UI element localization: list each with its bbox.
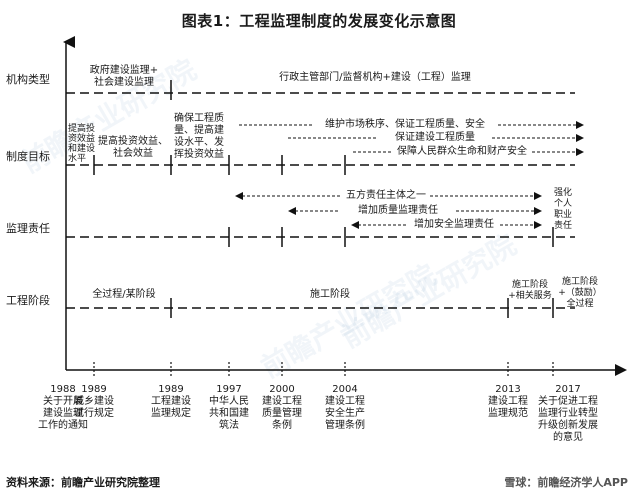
- goal-cell-1: 提高投 资效益 和建设 水平: [68, 124, 96, 164]
- row-label-stage: 工程阶段: [6, 294, 50, 307]
- publisher-watermark: 雪球：前瞻经济学人APP: [504, 476, 628, 489]
- goal-cell-4: 维护市场秩序、保证工程质量、安全: [325, 119, 485, 130]
- goal-cell-3: 确保工程质 量、提高建 设水平、发 挥投资效益: [174, 113, 224, 160]
- stage-cell-1: 全过程/某阶段: [92, 289, 156, 300]
- source-note: 资料来源：前瞻产业研究院整理: [6, 476, 160, 489]
- timeline-year: 2013: [495, 384, 521, 395]
- timeline-year: 1989: [158, 384, 184, 395]
- timeline-doc: 建设工程 监理规范: [488, 396, 528, 419]
- stage-cell-3: 施工阶段 +相关服务: [508, 280, 552, 301]
- row-label-resp: 监理责任: [6, 222, 50, 235]
- goal-cell-2: 提高投资效益、 社会效益: [98, 136, 168, 159]
- axis-ticks: [93, 362, 554, 378]
- resp-cell-1: 五方责任主体之一: [346, 190, 426, 201]
- timeline-doc: 中华人民 共和国建 筑法: [209, 396, 249, 431]
- org-cell-1: 政府建设监理+ 社会建设监理: [89, 65, 159, 88]
- timeline-doc: 工程建设 监理规定: [151, 396, 191, 419]
- timeline-doc: 关于开展 建设监理 工作的通知: [38, 396, 88, 431]
- row-label-org: 机构类型: [6, 73, 50, 86]
- goal-cell-6: 保障人民群众生命和财产安全: [397, 146, 527, 157]
- goal-cell-5: 保证建设工程质量: [395, 132, 475, 143]
- diagram-title: 图表1：工程监理制度的发展变化示意图: [181, 12, 457, 30]
- timeline-year: 2017: [555, 384, 581, 395]
- stage-cell-2: 施工阶段: [310, 289, 350, 300]
- timeline-doc: 建设工程 质量管理 条例: [262, 396, 302, 431]
- timeline-doc: 城乡建设 试行规定: [74, 396, 114, 419]
- resp-cell-4: 强化 个人 职业 责任: [553, 188, 572, 231]
- timeline-year: 2000: [269, 384, 295, 395]
- org-cell-2: 行政主管部门/监督机构+建设（工程）监理: [279, 72, 471, 83]
- timeline-year: 2004: [332, 384, 358, 395]
- timeline-doc: 建设工程 安全生产 管理条例: [325, 396, 365, 431]
- resp-cell-3: 增加安全监理责任: [414, 219, 494, 230]
- timeline-year: 1997: [216, 384, 242, 395]
- timeline-year: 1989: [81, 384, 107, 395]
- stage-cell-4: 施工阶段 +（鼓励） 全过程: [558, 277, 602, 309]
- timeline-year: 1988: [50, 384, 76, 395]
- row-label-goal: 制度目标: [6, 150, 50, 163]
- timeline-doc: 关于促进工程 监理行业转型 升级创新发展 的意见: [538, 396, 598, 443]
- resp-cell-2: 增加质量监理责任: [358, 205, 438, 216]
